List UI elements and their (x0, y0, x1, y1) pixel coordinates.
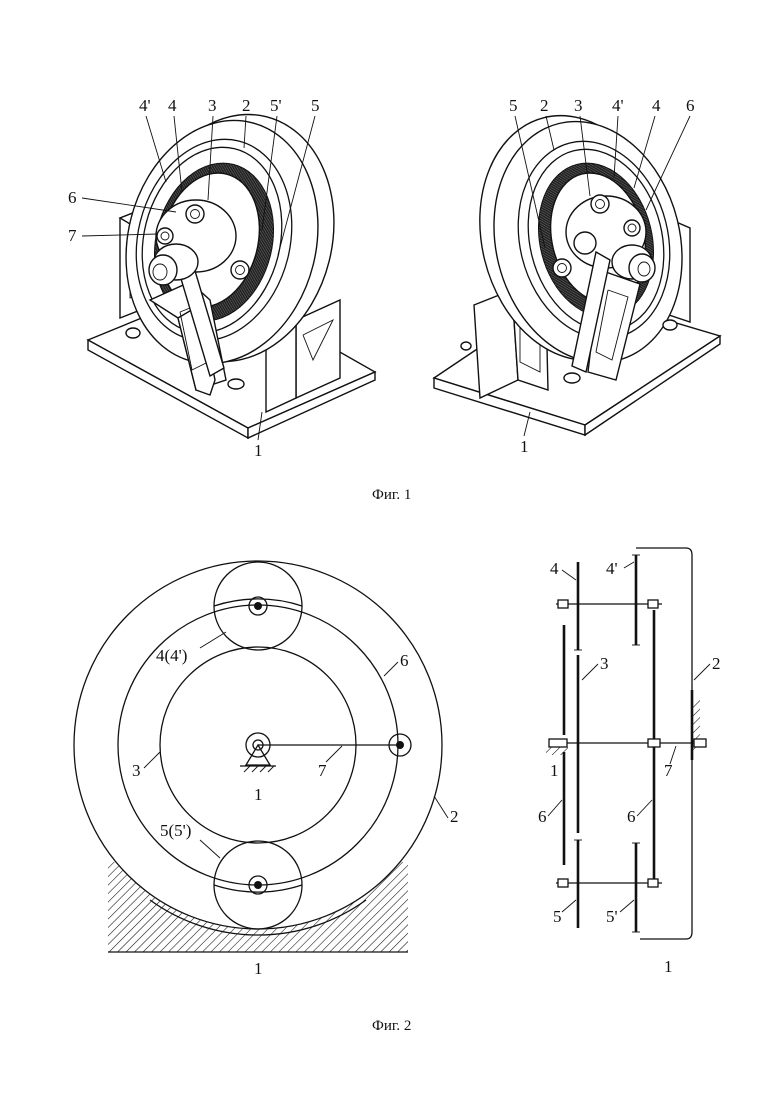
label-1: 1 (254, 441, 263, 460)
leader-lines (548, 562, 710, 912)
label-2: 2 (712, 654, 721, 673)
label-3: 3 (574, 96, 583, 115)
planet-pin-top (591, 195, 609, 213)
label-5: 5 (509, 96, 518, 115)
figure1-caption: Фиг. 1 (372, 487, 411, 503)
label-6: 6 (400, 651, 409, 670)
fig1-right-view: 5 2 3 4' 4 6 1 (434, 95, 720, 456)
label-7: 7 (68, 226, 77, 245)
label-1-pivot: 1 (254, 785, 263, 804)
label-6: 6 (686, 96, 695, 115)
label-4: 4 (550, 559, 559, 578)
bolt (564, 373, 580, 383)
label-4: 4 (168, 96, 177, 115)
label-2: 2 (540, 96, 549, 115)
label-3: 3 (208, 96, 217, 115)
bolt (461, 342, 471, 350)
label-3: 3 (600, 654, 609, 673)
planet-pin-bottom (231, 261, 249, 279)
label-4prime: 4' (139, 96, 151, 115)
planet-pin-right (624, 220, 640, 236)
label-4prime: 4' (606, 559, 618, 578)
label-1-ground: 1 (254, 959, 263, 978)
label-4prime: 4' (612, 96, 624, 115)
planet-pin-top (186, 205, 204, 223)
fig1-left-view: 4' 4 3 2 5' 5 6 7 1 (68, 93, 375, 460)
bolt (228, 379, 244, 389)
label-2: 2 (242, 96, 251, 115)
figure2-caption: Фиг. 2 (372, 1018, 411, 1034)
pivot-support (246, 745, 270, 765)
planet-pin-left (157, 228, 173, 244)
label-1: 1 (520, 437, 529, 456)
label-3: 3 (132, 761, 141, 780)
ground-support-1 (546, 747, 568, 755)
label-4-4prime: 4(4') (156, 646, 187, 665)
label-4: 4 (652, 96, 661, 115)
bolt (663, 320, 677, 330)
label-6: 6 (68, 188, 77, 207)
label-5prime: 5' (270, 96, 282, 115)
label-2: 2 (450, 807, 459, 826)
bolt (126, 328, 140, 338)
label-5: 5 (553, 907, 562, 926)
label-5prime: 5' (606, 907, 618, 926)
label-5: 5 (311, 96, 320, 115)
label-1: 1 (550, 761, 559, 780)
fig2-side-view: 4 4' 3 2 1 7 6 6 5 5' 1 (538, 548, 721, 976)
planet-pin-bottom (553, 259, 571, 277)
axle-center (574, 232, 596, 254)
label-1-bottom: 1 (664, 957, 673, 976)
label-7: 7 (664, 761, 673, 780)
fig2-front-view: 4(4') 6 3 7 1 2 5(5') 1 (74, 561, 459, 978)
label-6-left: 6 (538, 807, 547, 826)
label-5-5prime: 5(5') (160, 821, 191, 840)
label-7: 7 (318, 761, 327, 780)
label-6-right: 6 (627, 807, 636, 826)
